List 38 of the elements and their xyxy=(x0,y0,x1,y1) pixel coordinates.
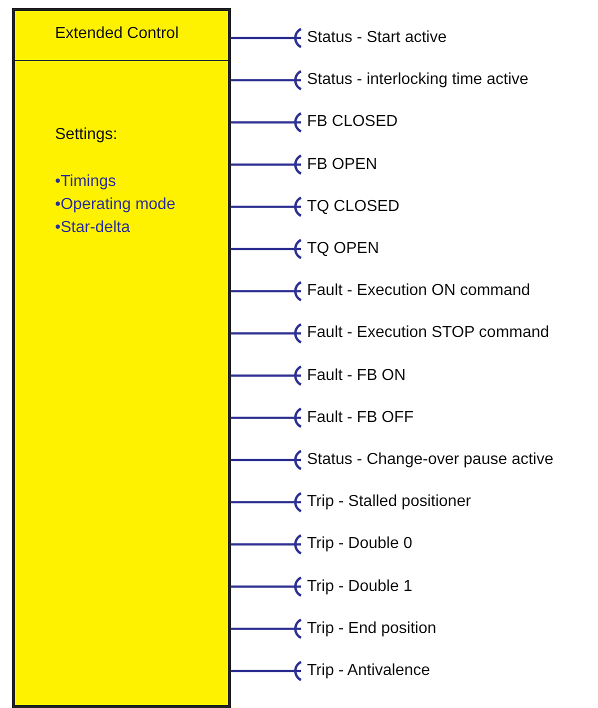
signal-label: Status - Start active xyxy=(307,28,447,48)
connector-line xyxy=(231,660,302,682)
connector-line xyxy=(231,112,302,133)
box-title: Extended Control xyxy=(55,24,179,43)
connector-line xyxy=(231,323,302,344)
function-block xyxy=(12,8,231,708)
signal-label: Trip - End position xyxy=(307,618,436,639)
connector-line xyxy=(231,196,302,218)
connector-line xyxy=(231,576,302,597)
signal-label: Fault - FB OFF xyxy=(307,408,414,428)
connector-line xyxy=(231,492,302,512)
signal-label: Status - Change-over pause active xyxy=(307,450,554,470)
connector-line xyxy=(231,618,302,640)
signal-label: FB CLOSED xyxy=(307,112,398,132)
list-item: •Star-delta xyxy=(55,218,130,237)
connector-line xyxy=(231,534,302,555)
list-item: •Timings xyxy=(55,172,116,191)
signal-label: TQ CLOSED xyxy=(307,196,400,217)
signal-label: Trip - Stalled positioner xyxy=(307,492,471,512)
signal-label: Fault - Execution ON command xyxy=(307,281,530,302)
connector-line xyxy=(231,280,302,302)
signal-label: Trip - Double 0 xyxy=(307,534,412,554)
connector-line xyxy=(231,238,302,260)
signal-label: Trip - Double 1 xyxy=(307,576,412,597)
connector-line xyxy=(231,365,302,386)
signal-label: Fault - Execution STOP command xyxy=(307,323,550,344)
connector-line xyxy=(231,28,302,48)
connector-line xyxy=(231,408,302,428)
settings-heading: Settings: xyxy=(55,125,118,144)
signal-label: Fault - FB ON xyxy=(307,366,406,386)
signal-label: Status - interlocking time active xyxy=(307,70,528,90)
connector-line xyxy=(231,154,302,175)
signal-label: Trip - Antivalence xyxy=(307,661,430,681)
connector-line xyxy=(231,450,302,470)
signal-label: TQ OPEN xyxy=(307,239,380,259)
list-item: •Operating mode xyxy=(55,195,176,214)
signal-label: FB OPEN xyxy=(307,154,378,175)
connector-line xyxy=(231,70,302,90)
